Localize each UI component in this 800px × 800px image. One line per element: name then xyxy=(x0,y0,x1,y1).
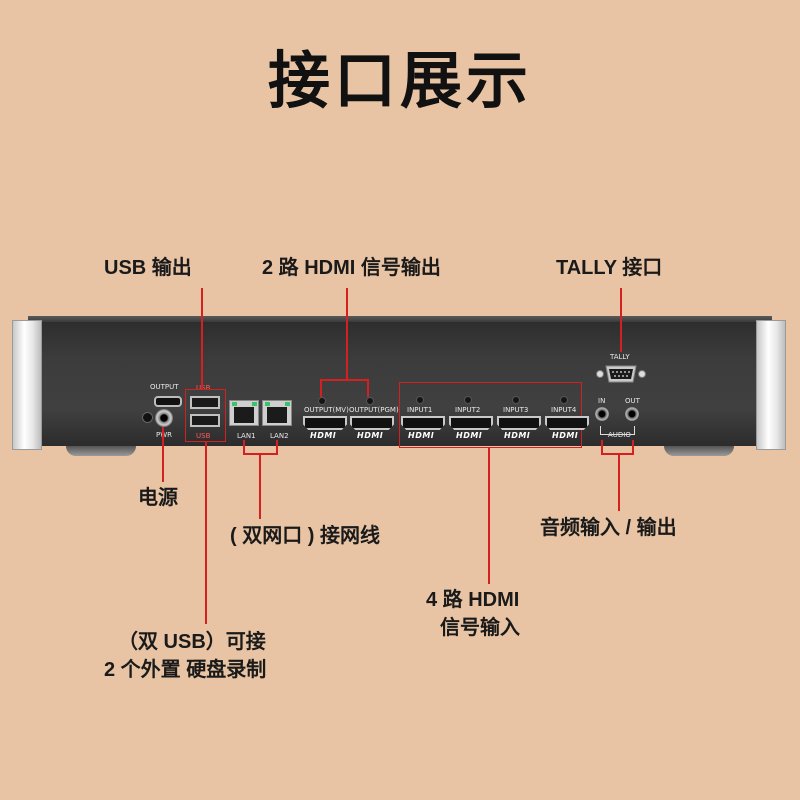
hdmi-output-callout-line xyxy=(346,288,348,380)
input4-label: INPUT4 xyxy=(551,406,577,414)
hdmi-logo-pgm: HDMI xyxy=(357,431,384,440)
network-bracket-r xyxy=(276,440,278,454)
usb-output-callout-line xyxy=(201,288,203,389)
right-foot xyxy=(664,446,734,456)
left-foot xyxy=(66,446,136,456)
label-usb-storage-1: （双 USB）可接 xyxy=(118,631,266,653)
hdmi-output-bracket-l xyxy=(320,379,322,397)
audio-out-jack[interactable] xyxy=(625,407,639,421)
usb-storage-callout-line xyxy=(205,442,207,624)
hdmi-logo-in4: HDMI xyxy=(552,431,579,440)
input4-led xyxy=(560,396,568,404)
right-rack-bracket xyxy=(756,320,786,450)
pwr-label: PWR xyxy=(156,431,173,439)
lan2-label: LAN2 xyxy=(270,432,289,440)
output-pgm-label: OUTPUT(PGM) xyxy=(349,406,399,414)
hdmi-logo-mv: HDMI xyxy=(310,431,337,440)
hdmi-input-4[interactable] xyxy=(545,416,589,430)
tally-db9-port[interactable] xyxy=(596,362,646,386)
output-mv-label: OUTPUT(MV) xyxy=(304,406,349,414)
label-usb-output: USB 输出 xyxy=(104,257,192,279)
label-tally: TALLY 接口 xyxy=(556,257,663,279)
label-audio: 音频输入 / 输出 xyxy=(540,517,677,539)
input1-label: INPUT1 xyxy=(407,406,433,414)
tally-callout-line xyxy=(620,288,622,352)
input2-label: INPUT2 xyxy=(455,406,481,414)
usb-c-port[interactable] xyxy=(154,396,182,407)
usb-port-1[interactable] xyxy=(190,396,220,409)
label-hdmi-input-1: 4 路 HDMI xyxy=(426,589,520,611)
usb-bottom-label: USB xyxy=(196,432,211,440)
hdmi-input-3[interactable] xyxy=(497,416,541,430)
hdmi-input-highlight-box xyxy=(399,382,582,448)
label-power: 电源 xyxy=(138,487,178,509)
network-bracket-l xyxy=(243,440,245,454)
usb-port-2[interactable] xyxy=(190,414,220,427)
hdmi-output-mv[interactable] xyxy=(303,416,347,430)
audio-in-label: IN xyxy=(598,397,606,405)
left-rack-bracket xyxy=(12,320,42,450)
screw-hole xyxy=(142,412,153,423)
hdmi-logo-in1: HDMI xyxy=(408,431,435,440)
label-hdmi-input-2: 信号输入 xyxy=(440,617,520,639)
output-pgm-led xyxy=(366,397,374,405)
network-callout-line xyxy=(259,453,261,519)
power-callout-line xyxy=(162,427,164,482)
page-title: 接口展示 xyxy=(267,47,532,116)
label-hdmi-output: 2 路 HDMI 信号输出 xyxy=(262,257,441,279)
lan2-port[interactable] xyxy=(262,400,292,426)
hdmi-output-bracket-h xyxy=(320,379,368,381)
hdmi-output-pgm[interactable] xyxy=(350,416,394,430)
lan1-label: LAN1 xyxy=(237,432,256,440)
lan1-port[interactable] xyxy=(229,400,259,426)
input3-label: INPUT3 xyxy=(503,406,529,414)
hdmi-input-2[interactable] xyxy=(449,416,493,430)
audio-out-label: OUT xyxy=(625,397,640,405)
output-label: OUTPUT xyxy=(150,383,179,391)
output-mv-led xyxy=(318,397,326,405)
usb-top-label: USB xyxy=(196,384,211,392)
audio-bracket-h xyxy=(601,453,634,455)
input2-led xyxy=(464,396,472,404)
hdmi-logo-in3: HDMI xyxy=(504,431,531,440)
hdmi-input-1[interactable] xyxy=(401,416,445,430)
input3-led xyxy=(512,396,520,404)
label-network: ( 双网口 ) 接网线 xyxy=(230,525,380,547)
audio-bracket xyxy=(600,426,635,435)
power-port[interactable] xyxy=(155,409,173,427)
tally-label: TALLY xyxy=(610,353,630,361)
label-usb-storage-2: 2 个外置 硬盘录制 xyxy=(104,659,267,681)
device-top-edge xyxy=(28,316,772,324)
audio-callout-line xyxy=(618,453,620,511)
audio-label: AUDIO xyxy=(608,431,631,439)
device-rear-panel xyxy=(28,322,772,446)
audio-bracket-l xyxy=(601,440,603,454)
hdmi-output-bracket-r xyxy=(367,379,369,397)
usb-highlight-box xyxy=(185,389,226,442)
audio-bracket-r xyxy=(632,440,634,454)
audio-in-jack[interactable] xyxy=(595,407,609,421)
input1-led xyxy=(416,396,424,404)
hdmi-input-callout-line xyxy=(488,448,490,584)
hdmi-logo-in2: HDMI xyxy=(456,431,483,440)
